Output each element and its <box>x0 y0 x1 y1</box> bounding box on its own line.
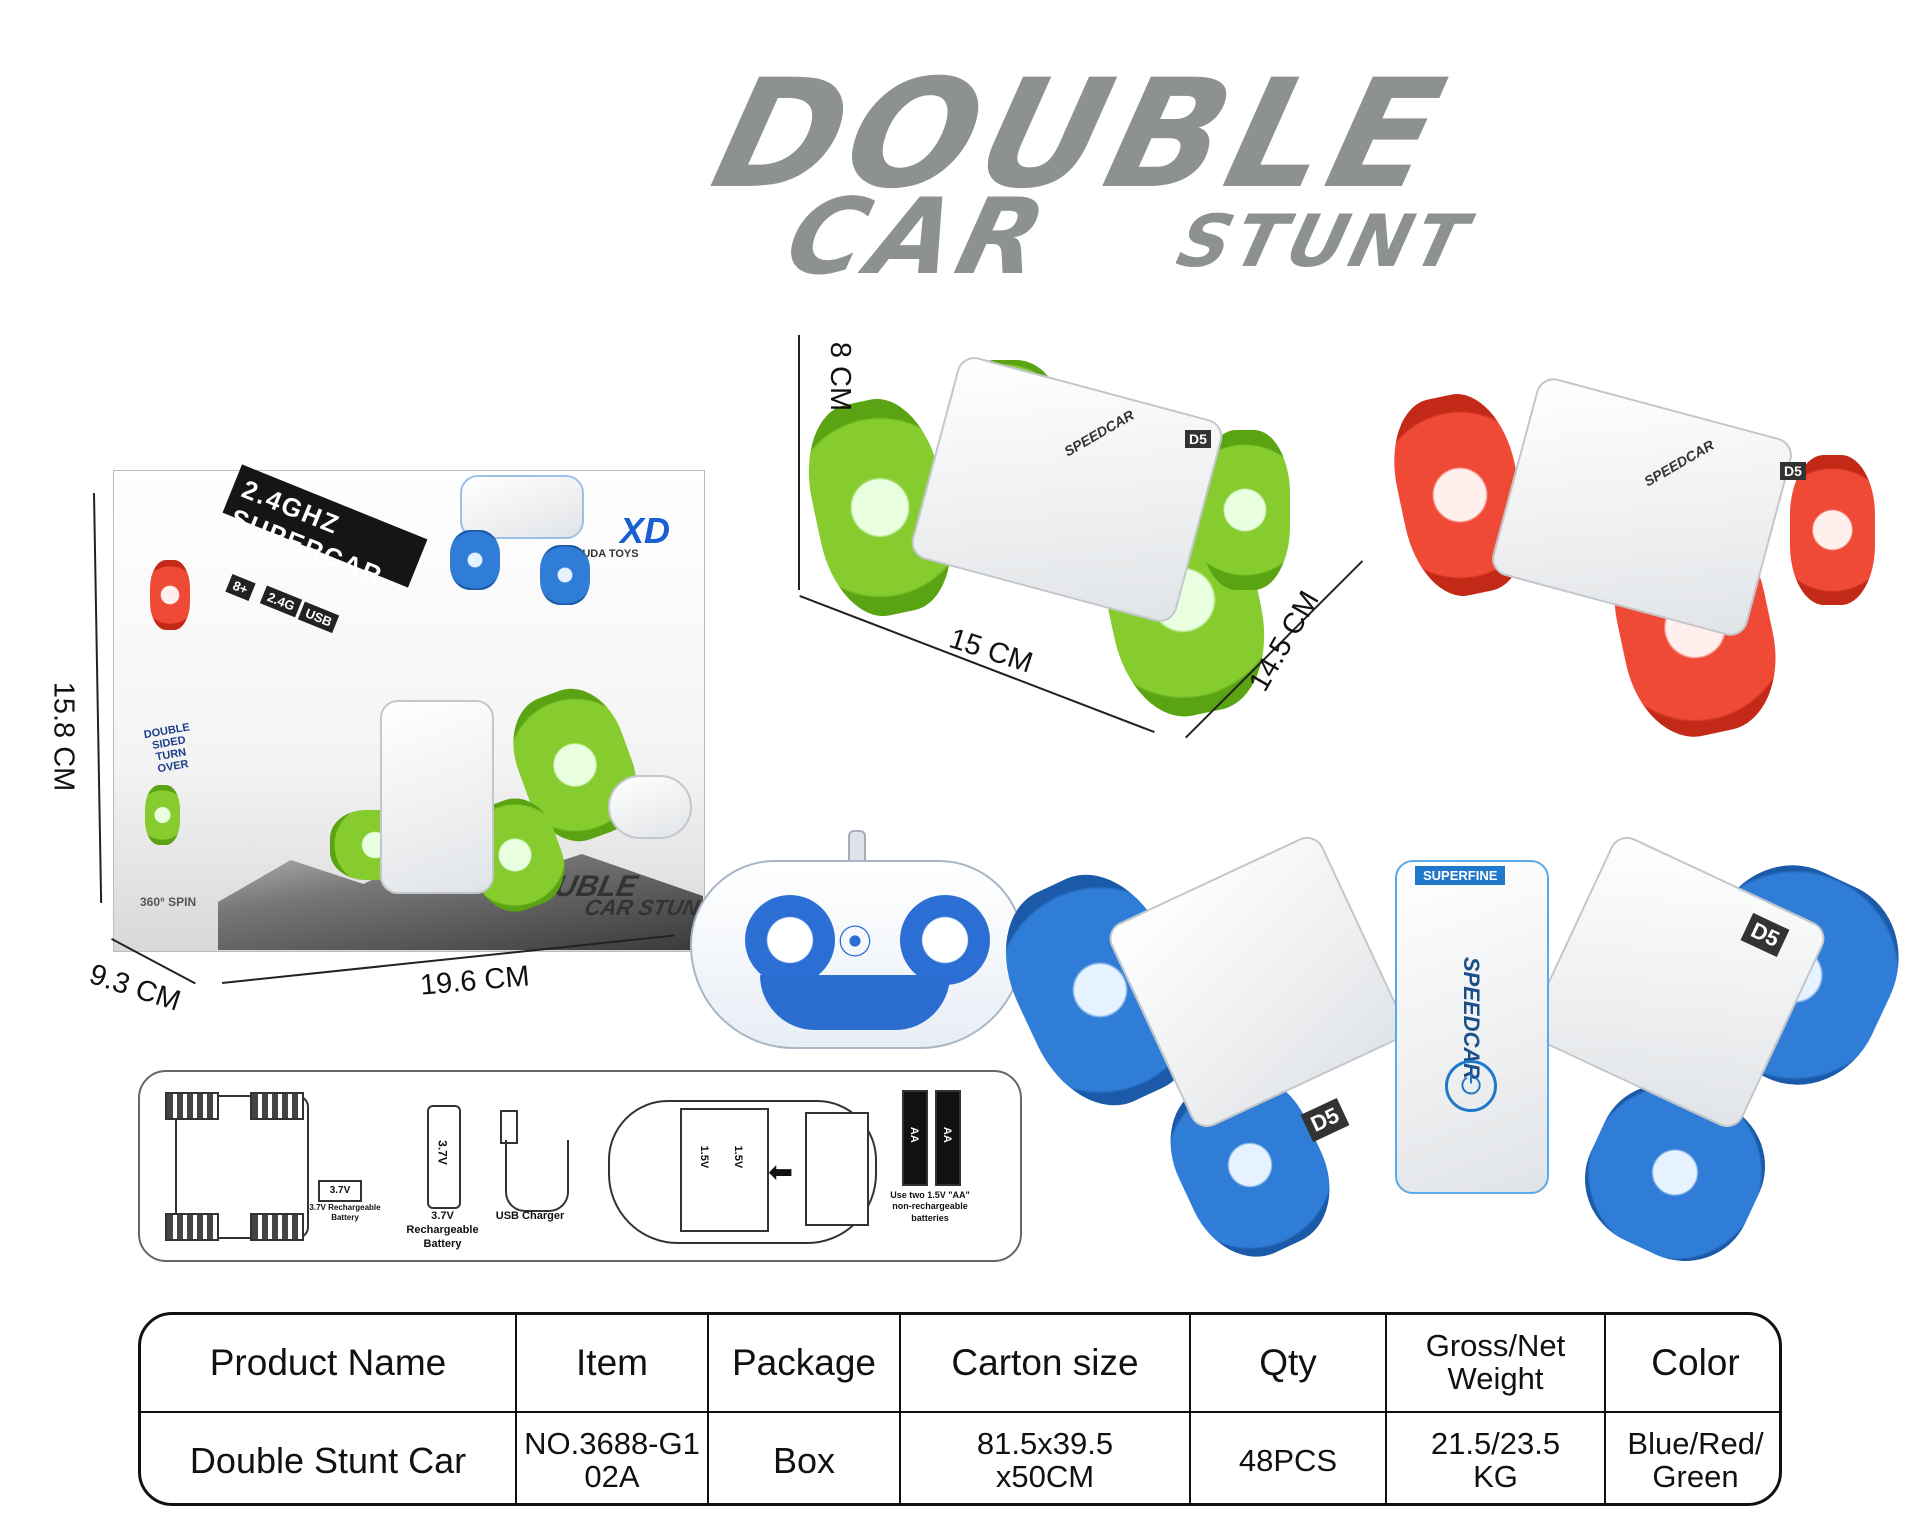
col-item: Item NO.3688-G102A <box>515 1315 707 1503</box>
value-product-name: Double Stunt Car <box>141 1411 515 1503</box>
value-package: Box <box>709 1411 899 1503</box>
aa-battery-icon <box>902 1090 928 1186</box>
box-side-car-tire <box>145 785 180 845</box>
red-car-model: D5 <box>1780 462 1806 480</box>
col-qty: Qty 48PCS <box>1189 1315 1385 1503</box>
wifi-icon: ⦿ <box>838 924 872 962</box>
car-battery-pack: 3.7V <box>318 1180 362 1202</box>
col-carton-size: Carton size 81.5x39.5 x50CM <box>899 1315 1189 1503</box>
car-underside-wheel <box>250 1213 304 1241</box>
aa-battery-icon-2 <box>935 1090 961 1186</box>
col-weight: Gross/Net Weight 21.5/23.5 KG <box>1385 1315 1604 1503</box>
remote-right-stick <box>900 895 990 985</box>
car-battery-caption: 3.7V Rechargeable Battery <box>309 1203 381 1222</box>
header-product-name: Product Name <box>209 1341 447 1383</box>
header-color: Color <box>1651 1341 1740 1383</box>
box-brand-logo: XD <box>620 510 671 551</box>
col-package: Package Box <box>707 1315 899 1503</box>
power-icon: ⏻ <box>1445 1060 1497 1112</box>
box-height-line <box>93 493 103 903</box>
aa-label: AA <box>907 1126 920 1143</box>
box-side-car-tire <box>150 560 190 630</box>
box-depth-label: 9.3 CM <box>85 958 185 1018</box>
arrow-left-icon: ⬅ <box>768 1156 794 1189</box>
usb-plug-icon <box>500 1110 518 1144</box>
header-carton-size: Carton size <box>951 1341 1139 1383</box>
car-length-label: 15 CM <box>945 622 1037 680</box>
red-car-chassis <box>1488 374 1796 640</box>
header-weight: Gross/Net Weight <box>1425 1328 1566 1396</box>
battery-label: 3.7V <box>435 1140 450 1165</box>
header-item: Item <box>576 1341 648 1383</box>
remote-battery-cell-2: 1.5V <box>731 1145 744 1169</box>
aa-caption: Use two 1.5V "AA" non-rechargeable batte… <box>890 1190 970 1223</box>
green-car-model: D5 <box>1185 430 1211 448</box>
value-carton-size: 81.5x39.5 x50CM <box>901 1411 1189 1503</box>
col-product-name: Product Name Double Stunt Car <box>141 1315 515 1503</box>
remote-left-stick <box>745 895 835 985</box>
car-height-label: 8 CM <box>824 341 857 412</box>
remote-battery-cover <box>805 1112 869 1226</box>
value-weight: 21.5/23.5 KG <box>1387 1411 1604 1503</box>
remote-battery-compartment <box>680 1108 769 1232</box>
title-stunt: STUNT <box>1169 199 1480 283</box>
value-item: NO.3688-G102A <box>517 1411 707 1503</box>
usb-cable <box>505 1140 569 1212</box>
box-side-bottom: 360° SPIN <box>140 895 197 909</box>
blue-car-top-label: SUPERFINE <box>1415 866 1506 885</box>
box-height-label: 15.8 CM <box>47 681 80 792</box>
title-car: CAR <box>774 176 1063 298</box>
green-car-chassis <box>907 353 1227 626</box>
car-underside-wheel <box>250 1092 304 1120</box>
box-width-label: 19.6 CM <box>418 960 531 1002</box>
value-color: Blue/Red/ Green <box>1606 1411 1779 1503</box>
box-small-car-tire <box>540 545 590 605</box>
value-qty: 48PCS <box>1191 1411 1385 1503</box>
box-car-chassis <box>380 700 494 894</box>
header-package: Package <box>732 1341 876 1383</box>
box-remote-icon <box>608 775 692 839</box>
header-qty: Qty <box>1259 1341 1317 1383</box>
box-side-text: DOUBLE SIDED TURN OVER <box>142 721 191 776</box>
car-height-line <box>798 335 800 590</box>
car-underside-wheel <box>165 1092 219 1120</box>
car-underside-wheel <box>165 1213 219 1241</box>
box-brand-name: XUDA TOYS <box>575 548 639 560</box>
remote-battery-cell: 1.5V <box>697 1145 710 1169</box>
spec-table: Product Name Double Stunt Car Item NO.36… <box>138 1312 1782 1506</box>
battery-icon <box>427 1105 461 1209</box>
red-car-top-tire-right <box>1790 455 1875 605</box>
battery-caption: 3.7V Rechargeable Battery <box>406 1210 479 1250</box>
blue-car-body <box>1395 860 1549 1194</box>
remote-grip <box>760 975 950 1030</box>
box-small-car-tire <box>450 530 500 590</box>
usb-caption: USB Charger <box>495 1210 565 1222</box>
box-small-car <box>460 475 584 539</box>
aa-label-2: AA <box>940 1126 953 1143</box>
col-color: Color Blue/Red/ Green <box>1604 1315 1779 1503</box>
